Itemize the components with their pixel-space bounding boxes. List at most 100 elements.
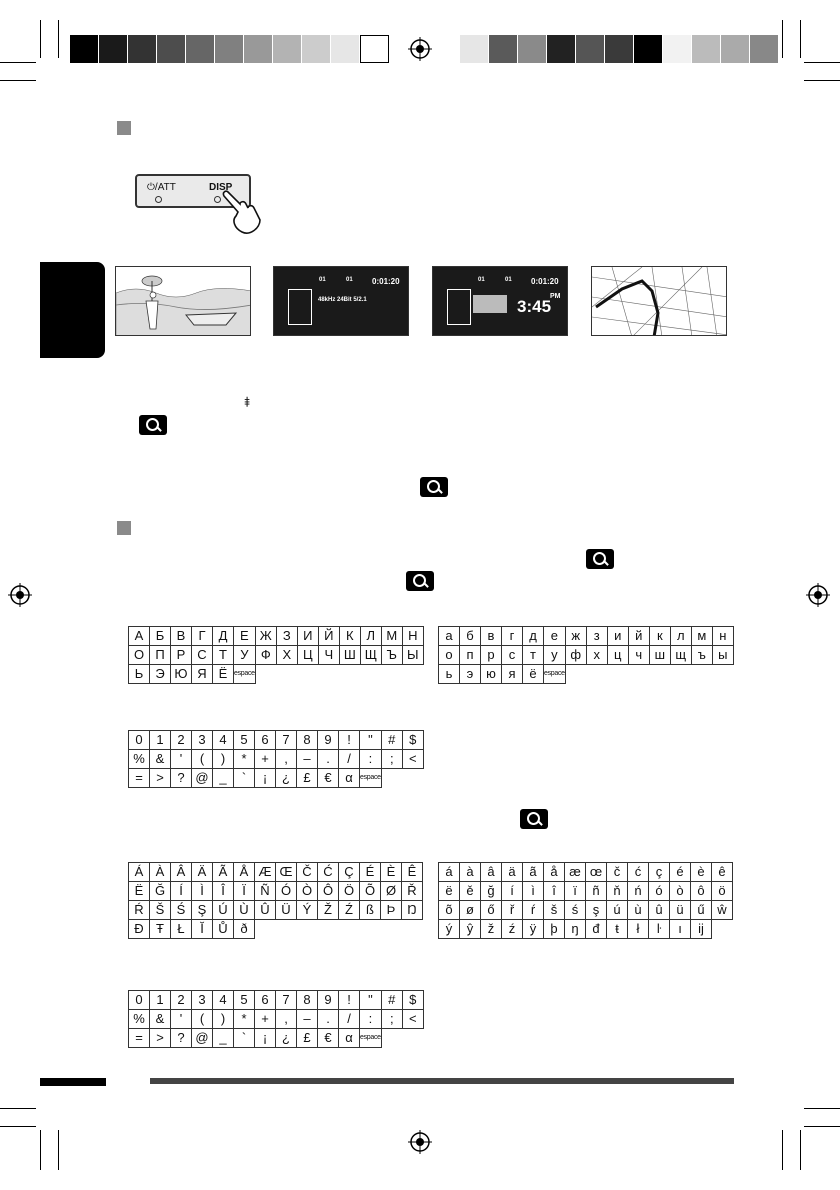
character-cell: è [690,862,712,882]
character-cell: Ю [170,664,192,684]
character-cell: / [338,749,360,769]
thumbnail-image [473,295,507,313]
character-cell: Ъ [380,645,403,665]
footer-bar-left [40,1078,106,1086]
character-cell: ı [669,919,691,939]
character-cell: Э [149,664,171,684]
character-cell: " [359,990,382,1010]
character-cell: Ý [296,900,318,920]
character-cell: Ч [317,645,340,665]
character-cell: ğ [480,881,502,901]
crop-mark [40,20,41,58]
character-cell: б [459,626,481,646]
character-cell: Т [212,645,234,665]
character-cell: Ñ [254,881,276,901]
character-cell: 6 [254,990,276,1010]
track-b: 01 [346,277,353,283]
character-cell: ð [233,919,255,939]
character-cell: я [501,664,523,684]
character-cell: ¡ [254,1028,276,1048]
character-cell: Ç [338,862,360,882]
character-cell: ź [501,919,523,939]
character-cell: ` [233,1028,255,1048]
character-cell: п [459,645,481,665]
character-cell: Й [317,626,340,646]
clock-time: 3:45 [517,297,552,316]
character-cell: у [543,645,566,665]
table-row: %&'()*+,–./:;< [128,749,424,769]
character-cell: % [128,1009,150,1029]
color-swatch [244,35,273,63]
disp-button[interactable]: DISP [209,182,233,193]
character-cell: Đ [128,919,150,939]
color-swatch [360,35,389,63]
color-swatch [99,35,128,63]
character-cell: _ [212,768,234,788]
character-cell: ü [669,900,691,920]
screen-clock: 01 01 0:01:20 3:45 PM [432,266,568,336]
character-cell: Ó [275,881,297,901]
character-cell: З [275,626,298,646]
character-cell: Ø [380,881,402,901]
character-cell: э [459,664,481,684]
character-cell: ĳ [690,919,712,939]
character-cell: У [233,645,256,665]
character-cell: ; [380,1009,403,1029]
magnifier-icon [520,809,548,829]
character-cell: Ë [128,881,150,901]
character-cell: Æ [254,862,276,882]
character-cell: ' [170,749,192,769]
character-cell: Ц [296,645,319,665]
registration-mark-icon [8,583,32,607]
character-cell: 3 [191,990,213,1010]
color-swatch [576,35,605,63]
color-swatch [605,35,634,63]
character-cell: Л [359,626,382,646]
character-cell: щ [669,645,692,665]
registration-mark-icon [806,583,830,607]
character-cell: & [149,749,171,769]
character-cell: ű [690,900,712,920]
character-cell: í [501,881,523,901]
crop-mark [800,1130,801,1170]
power-att-label: ⏻/ATT [147,182,176,193]
character-cell: . [317,1009,339,1029]
character-cell: Г [191,626,213,646]
character-cell: 4 [212,990,234,1010]
crop-mark [0,80,36,81]
character-cell: / [338,1009,360,1029]
character-cell: ) [212,749,234,769]
character-cell: Ú [212,900,234,920]
character-cell: и [606,626,629,646]
elapsed-time: 0:01:20 [372,277,400,286]
character-cell: Ь [128,664,150,684]
character-cell: = [128,1028,150,1048]
character-cell: : [359,1009,382,1029]
character-cell: Б [149,626,171,646]
character-cell: Ä [191,862,213,882]
track-a: 01 [478,277,485,283]
character-cell: Û [254,900,276,920]
character-cell: ж [564,626,587,646]
character-cell: р [480,645,502,665]
character-cell: Ô [317,881,339,901]
character-cell: α [338,768,360,788]
character-cell: ` [233,768,255,788]
color-swatch [273,35,302,63]
character-cell: ŕ [522,900,544,920]
character-cell: ф [564,645,587,665]
character-cell: € [317,768,339,788]
character-cell: 1 [149,990,171,1010]
character-cell: ř [501,900,523,920]
character-cell: ! [338,730,360,750]
character-cell: * [233,1009,255,1029]
character-cell: Ć [317,862,339,882]
power-indicator [155,196,162,203]
